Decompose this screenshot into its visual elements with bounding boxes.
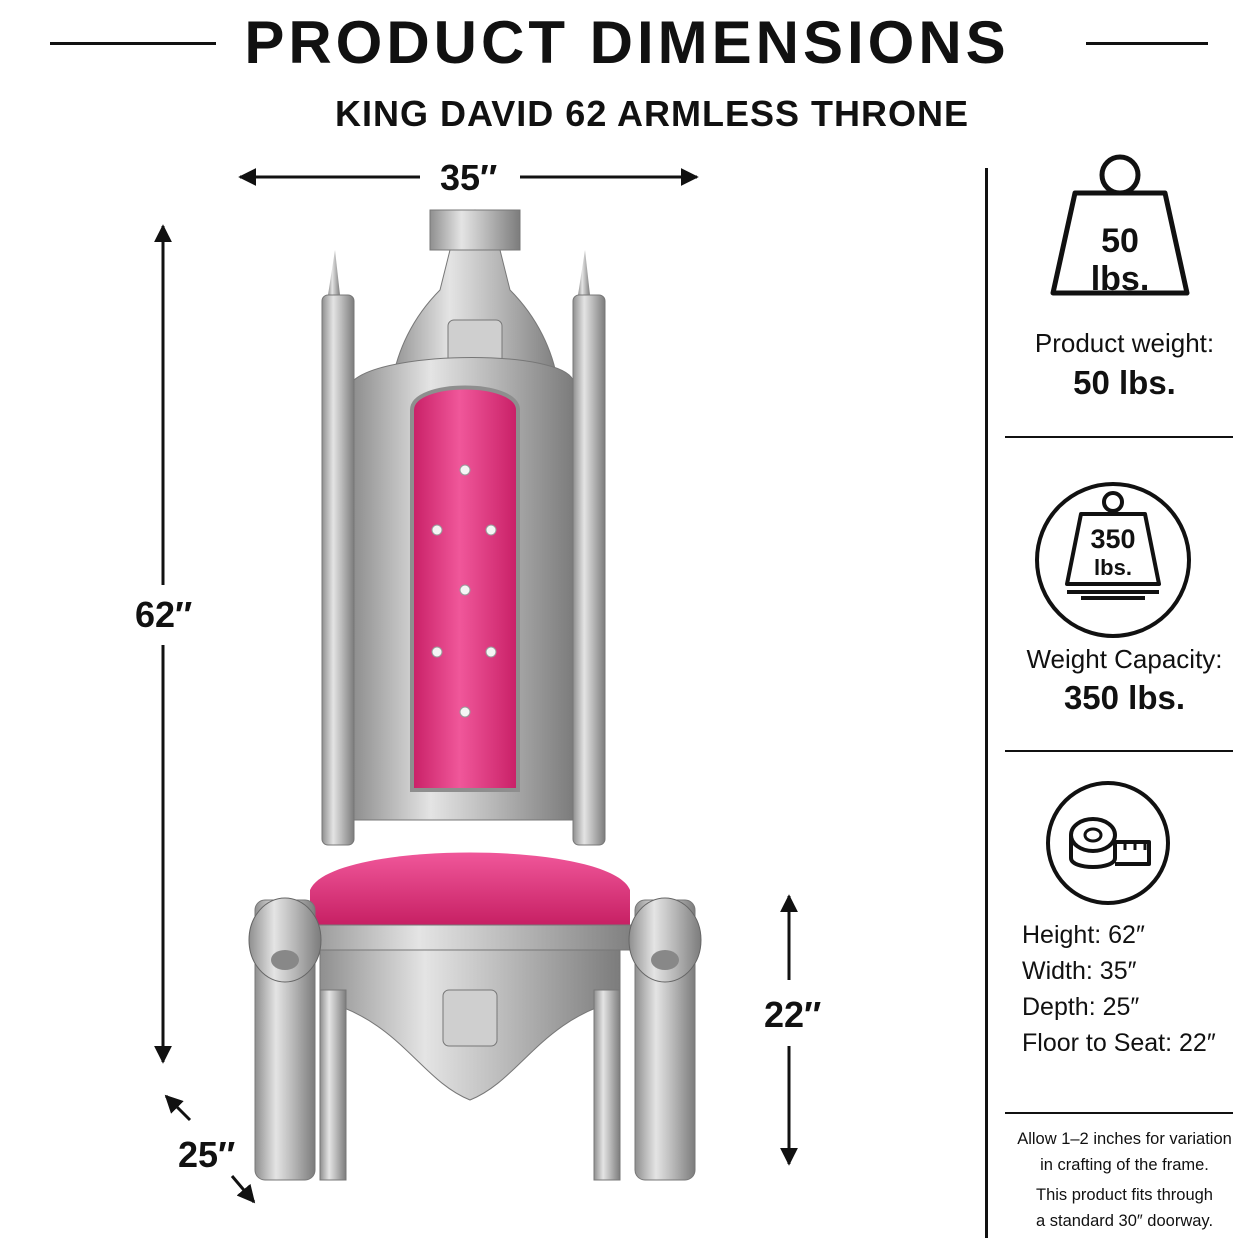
right-post (572, 294, 606, 846)
right-lion-mouth (651, 950, 679, 970)
depth-arrow-top (164, 1094, 192, 1122)
scale-weight-icon (1035, 482, 1191, 638)
spec-floor-to-seat: Floor to Seat: 22″ (1022, 1029, 1216, 1057)
capacity-icon-unit: lbs. (1094, 555, 1132, 580)
depth-arrow-bottom (230, 1175, 256, 1204)
title-left-rule (50, 42, 216, 45)
capacity-divider (1005, 750, 1233, 752)
weight-icon-value: 50 (1101, 222, 1139, 260)
width-label: 35″ (440, 157, 498, 198)
left-lion-head (248, 897, 322, 983)
capacity-icon-value: 350 (1090, 524, 1136, 554)
seat-cushion (310, 852, 630, 930)
right-finial (578, 250, 590, 295)
right-back-leg (593, 989, 621, 1181)
variation-note-line2: in crafting of the frame. (1040, 1156, 1209, 1174)
capacity-value: 350 lbs. (1063, 679, 1186, 716)
throne-image (248, 209, 702, 1181)
left-finial (328, 250, 340, 295)
info-panel: 50 lbs. Product weight: 50 lbs. 350 lbs.… (985, 154, 1254, 1254)
height-label: 62″ (135, 594, 193, 635)
product-name: KING DAVID 62 ARMLESS THRONE (334, 93, 970, 134)
seat-height-label: 22″ (764, 994, 822, 1035)
tufting-buttons (431, 464, 497, 718)
right-lion-head (628, 897, 702, 983)
left-post (321, 294, 355, 846)
weight-icon-unit: lbs. (1090, 260, 1150, 298)
weight-value: 50 lbs. (1073, 364, 1176, 401)
page-title: PRODUCT DIMENSIONS (244, 9, 1010, 76)
measuring-tape-icon (1046, 781, 1170, 905)
spec-width: Width: 35″ (1022, 957, 1137, 985)
spec-height: Height: 62″ (1022, 921, 1145, 949)
crown (429, 209, 521, 251)
weight-divider (1005, 436, 1233, 438)
doorway-note-line1: This product fits through (1035, 1186, 1213, 1204)
depth-label: 25″ (178, 1134, 236, 1175)
apron-shield (442, 989, 498, 1047)
weight-caption: Product weight: (1034, 328, 1215, 358)
panel-divider (985, 168, 988, 1238)
left-back-leg (319, 989, 347, 1181)
notes-divider (1005, 1112, 1233, 1114)
left-lion-mouth (271, 950, 299, 970)
seat-rail (299, 924, 641, 951)
capacity-caption: Weight Capacity: (1026, 644, 1223, 674)
dimension-arrows (154, 168, 798, 1204)
kettlebell-weight-icon (1050, 154, 1190, 296)
title-right-rule (1086, 42, 1208, 45)
doorway-note-line2: a standard 30″ doorway. (1035, 1212, 1214, 1230)
variation-note-line1: Allow 1–2 inches for variation (1017, 1130, 1232, 1148)
spec-depth: Depth: 25″ (1022, 993, 1140, 1021)
